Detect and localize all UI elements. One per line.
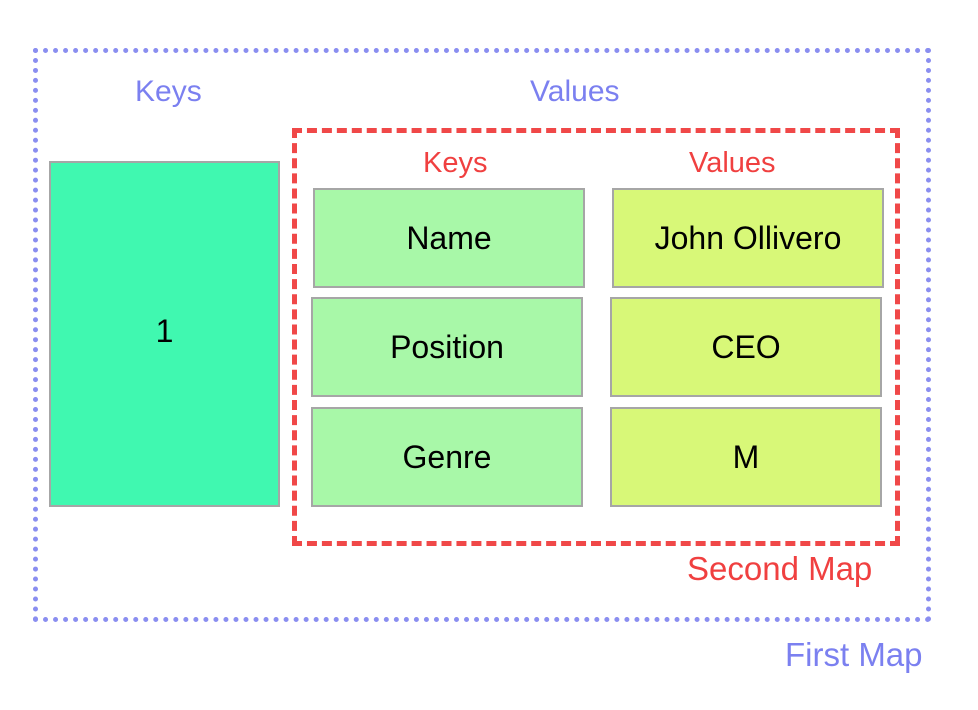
second-map-key-box: Name [313,188,585,288]
second-map-value-label: CEO [711,328,781,365]
first-map-title: First Map [785,636,923,673]
first-map-keys-header: Keys [135,75,202,108]
second-map-key-box: Genre [311,407,583,507]
second-map-value-label: M [732,438,760,475]
first-map-key-label: 1 [155,312,174,349]
second-map-value-box: John Ollivero [612,188,884,288]
second-map-key-label: Genre [402,438,492,475]
second-map-key-label: Position [390,328,504,365]
second-map-key-label: Name [406,219,492,256]
first-map-key-box: 1 [49,161,280,507]
second-map-value-box: CEO [610,297,882,397]
second-map-border [292,128,900,546]
second-map-values-header: Values [689,147,776,179]
first-map-border [33,48,931,622]
second-map-value-label: John Ollivero [654,219,842,256]
first-map-values-header: Values [530,75,620,108]
second-map-keys-header: Keys [423,147,488,179]
second-map-key-box: Position [311,297,583,397]
second-map-value-box: M [610,407,882,507]
second-map-title: Second Map [687,550,873,587]
